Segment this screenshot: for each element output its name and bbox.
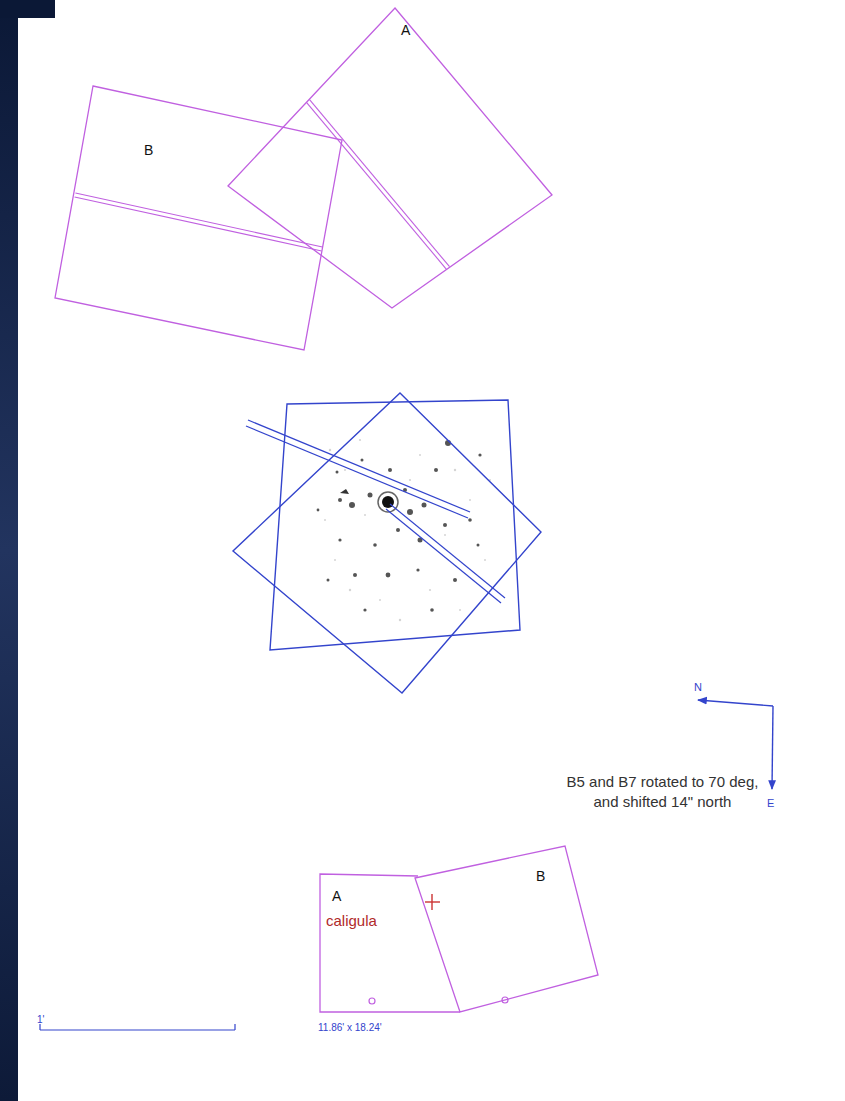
box-border: [415, 846, 598, 1012]
slide-corner: [0, 0, 55, 18]
box-outline: [228, 8, 552, 308]
target-name: caligula: [326, 912, 377, 929]
scale-label: 1': [37, 1013, 44, 1026]
field-size: 11.86' x 18.24': [318, 1021, 382, 1034]
chip-gap: [75, 197, 322, 251]
field-box: B: [55, 86, 342, 350]
field-box: B: [415, 846, 598, 1012]
chip-gap: [75, 193, 322, 247]
field-box: A: [228, 8, 552, 308]
chip-gap: [306, 102, 446, 269]
box-outline: [55, 86, 342, 350]
scale-bar: [40, 1024, 235, 1030]
compass-label: E: [767, 796, 774, 810]
box-label: A: [401, 22, 410, 38]
small-circles: [369, 997, 508, 1004]
box-border: [228, 8, 552, 308]
box-label: B: [144, 142, 153, 158]
target-cross: [425, 894, 440, 910]
footprint-squares: [233, 393, 541, 693]
box-border: [55, 86, 342, 350]
chip-gap: [310, 100, 450, 267]
field-box: Acaligula: [320, 874, 462, 1013]
box-label: B: [536, 868, 545, 884]
compass-label: N: [694, 680, 702, 694]
box-label: A: [332, 888, 341, 904]
slide-strip: [0, 0, 18, 1101]
box-border: [320, 874, 460, 1012]
note-text: B5 and B7 rotated to 70 deg, and shifted…: [560, 772, 765, 811]
box-outline: [415, 846, 598, 1012]
